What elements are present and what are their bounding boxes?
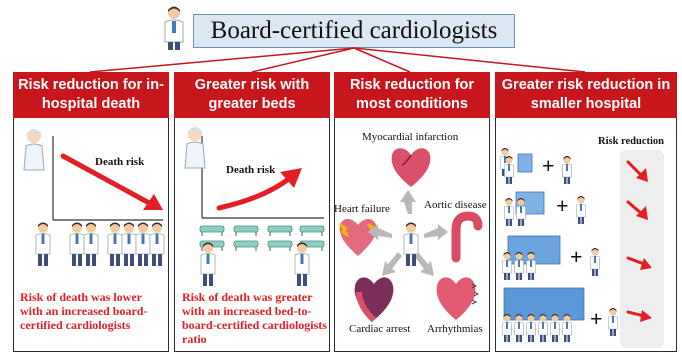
patient-icon bbox=[23, 129, 45, 171]
cardiologist-center-3 bbox=[403, 222, 419, 266]
death-risk-chart-1 bbox=[52, 136, 163, 221]
heart-arrhythmias-icon bbox=[436, 277, 480, 320]
cardiologist-group-1 bbox=[35, 222, 165, 267]
finding-note-1: Risk of death was lower with an increase… bbox=[20, 290, 148, 332]
panel-header-4: Greater risk reduction in smaller hospit… bbox=[495, 72, 677, 118]
heart-myocardial-infarction-icon bbox=[391, 148, 431, 187]
finding-note-2: Risk of death was greater with an increa… bbox=[182, 290, 327, 346]
risk-reduction-label: Risk reduction bbox=[598, 136, 665, 147]
condition-heart-failure: Heart failure bbox=[334, 203, 390, 215]
plus-sign-2: + bbox=[556, 193, 569, 218]
condition-cardiac-arrest: Cardiac arrest bbox=[349, 323, 411, 335]
panel-greater-beds bbox=[174, 72, 330, 352]
hospital-size-rows bbox=[500, 148, 585, 343]
doctor-icon bbox=[164, 6, 184, 50]
aortic-disease-icon bbox=[451, 211, 483, 263]
risk-reduction-column bbox=[620, 150, 664, 348]
plus-sign-3: + bbox=[570, 244, 583, 269]
panel-header-1: Risk reduction for in-hospital death bbox=[13, 72, 169, 118]
condition-aortic-disease: Aortic disease bbox=[424, 199, 487, 211]
cardiologist-pair-2 bbox=[200, 242, 310, 286]
death-risk-label-1: Death risk bbox=[95, 156, 145, 168]
panel-header-2: Greater risk with greater beds bbox=[174, 72, 330, 118]
page-title: Board-certified cardiologists bbox=[193, 14, 515, 48]
patient-icon bbox=[184, 127, 206, 169]
panel-header-3: Risk reduction for most conditions bbox=[334, 72, 490, 118]
heart-cardiac-arrest-icon bbox=[354, 277, 394, 323]
condition-arrows bbox=[368, 190, 448, 276]
connector-lines bbox=[89, 47, 586, 73]
hospital-beds bbox=[199, 225, 325, 252]
plus-sign-4: + bbox=[590, 306, 603, 331]
death-risk-label-2: Death risk bbox=[226, 164, 276, 176]
single-cardiologists-col4 bbox=[562, 155, 618, 337]
plus-sign-1: + bbox=[542, 153, 555, 178]
condition-arrhythmias: Arrhythmias bbox=[427, 323, 483, 335]
condition-myocardial-infarction: Myocardial infarction bbox=[362, 131, 459, 143]
